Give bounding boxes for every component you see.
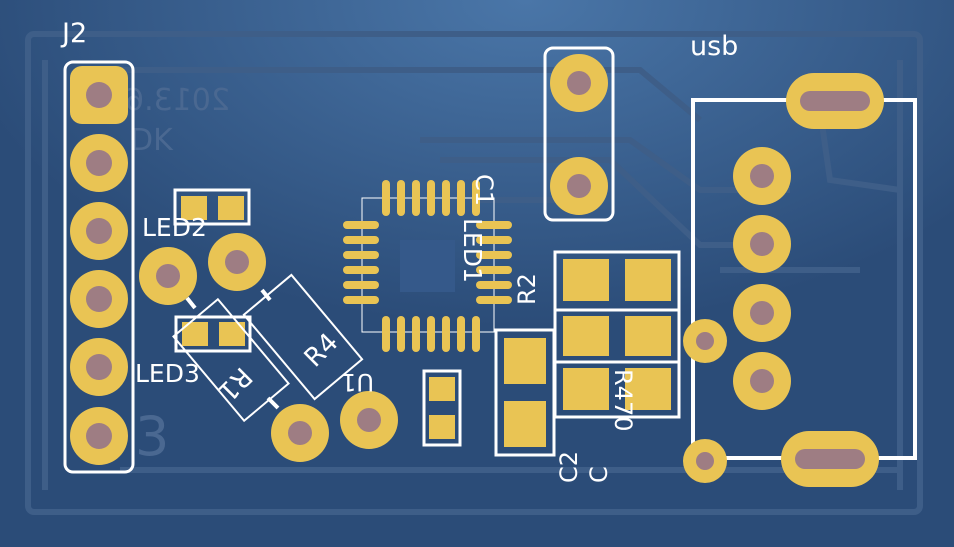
bottom-digit-text: 3 [135, 405, 169, 468]
small-cap [422, 369, 462, 447]
r1-r4-resistors [139, 233, 398, 462]
r470-array [553, 250, 681, 419]
bottom-dk-text: DK [130, 123, 174, 158]
j2-label: J2 [60, 18, 87, 49]
led2-component [173, 188, 251, 226]
top-header [543, 46, 615, 222]
c-label: C [585, 466, 613, 483]
c2-component [494, 328, 556, 457]
j2-header [63, 60, 135, 474]
bottom-layer-traces [25, 31, 923, 515]
u1-label: U1 [341, 368, 374, 396]
j2-outline [63, 60, 135, 474]
led3-label: LED3 [135, 359, 200, 388]
led1-chip [343, 180, 512, 352]
led1-label: LED1 [458, 218, 487, 283]
usb-label: usb [690, 31, 738, 62]
c1-label: C1 [470, 174, 498, 206]
r2-label: R2 [513, 273, 541, 305]
r470-label: R470 [609, 369, 637, 431]
led2-label: LED2 [142, 213, 207, 242]
c2-label: C2 [555, 451, 583, 483]
usb-connector [683, 73, 917, 487]
